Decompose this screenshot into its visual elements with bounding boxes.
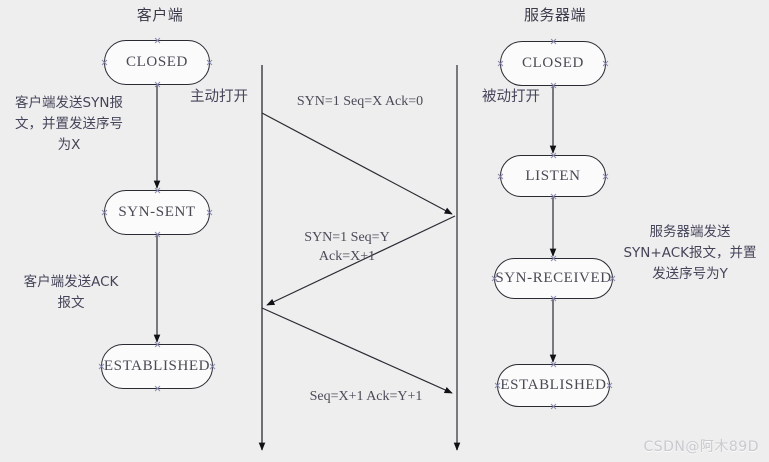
state-label: LISTEN	[525, 167, 581, 184]
connector-handle-bottom	[154, 385, 161, 392]
connector-handle-top	[550, 38, 557, 45]
connector-handle-left	[497, 173, 504, 180]
message-label-ack: Seq=X+1 Ack=Y+1	[309, 389, 423, 404]
state-box-server-listen[interactable]: LISTEN	[500, 155, 606, 197]
connector-handle-right	[206, 59, 213, 66]
state-label: ESTABLISHED	[103, 358, 211, 374]
connector-handle-top	[550, 152, 557, 159]
state-box-client-syn-sent[interactable]: SYN-SENT	[104, 190, 210, 235]
server-column-title: 服务器端	[523, 6, 586, 24]
connector-handle-right	[602, 173, 609, 180]
state-label: CLOSED	[126, 54, 188, 70]
message-label-syn-ack: SYN=1 Seq=Y Ack=X+1	[304, 230, 390, 264]
state-box-client-closed[interactable]: CLOSED	[104, 40, 210, 85]
connector-handle-right	[206, 209, 213, 216]
connector-handle-bottom	[550, 295, 557, 302]
connector-handle-left	[101, 209, 108, 216]
message-label-syn: SYN=1 Seq=X Ack=0	[296, 94, 424, 109]
connector-handle-top	[154, 187, 161, 194]
state-box-server-closed[interactable]: CLOSED	[500, 41, 606, 86]
connector-handle-left	[101, 59, 108, 66]
state-label: ESTABLISHED	[500, 377, 607, 393]
connector-handle-top	[154, 341, 161, 348]
connector-handle-right	[606, 382, 613, 389]
connector-handle-top	[550, 361, 557, 368]
annotation-server-send-syn-ack: 服务器端发送 SYN+ACK报文，并置 发送序号为Y	[623, 224, 757, 282]
csdn-watermark: CSDN@阿木89D	[643, 439, 759, 455]
client-column-title: 客户端	[136, 6, 184, 24]
state-box-server-established[interactable]: ESTABLISHED	[497, 364, 610, 407]
annotation-client-send-ack: 客户端发送ACK 报文	[23, 274, 119, 311]
connector-handle-bottom	[154, 231, 161, 238]
annotation-client-send-syn: 客户端发送SYN报 文，并置发送序号 为X	[15, 95, 123, 153]
connector-handle-bottom	[550, 403, 557, 410]
connector-handle-right	[602, 60, 609, 67]
connector-handle-bottom	[550, 193, 557, 200]
state-label: SYN-RECEIVED	[495, 270, 612, 286]
connector-handle-top	[154, 37, 161, 44]
label-active-open: 主动打开	[190, 89, 248, 105]
connector-handle-top	[550, 255, 557, 262]
label-passive-open: 被动打开	[482, 89, 540, 105]
state-box-client-established[interactable]: ESTABLISHED	[101, 344, 213, 389]
connector-handle-bottom	[154, 81, 161, 88]
connector-handle-left	[497, 60, 504, 67]
state-label: CLOSED	[522, 55, 584, 71]
state-box-server-syn-received[interactable]: SYN-RECEIVED	[494, 258, 613, 299]
state-label: SYN-SENT	[118, 204, 196, 220]
